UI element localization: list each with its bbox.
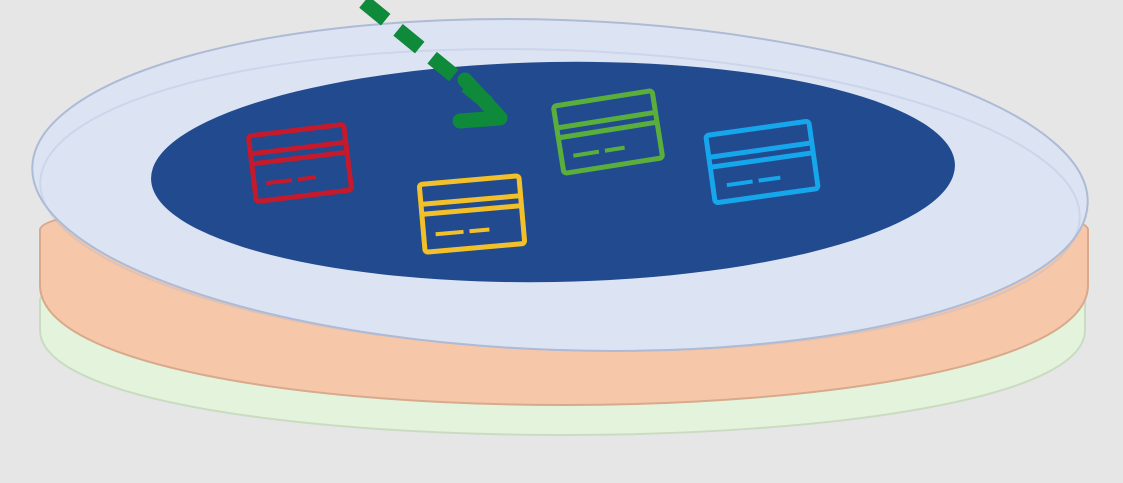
diagram-stage (0, 0, 1123, 483)
stacked-layers-diagram (0, 0, 1123, 483)
